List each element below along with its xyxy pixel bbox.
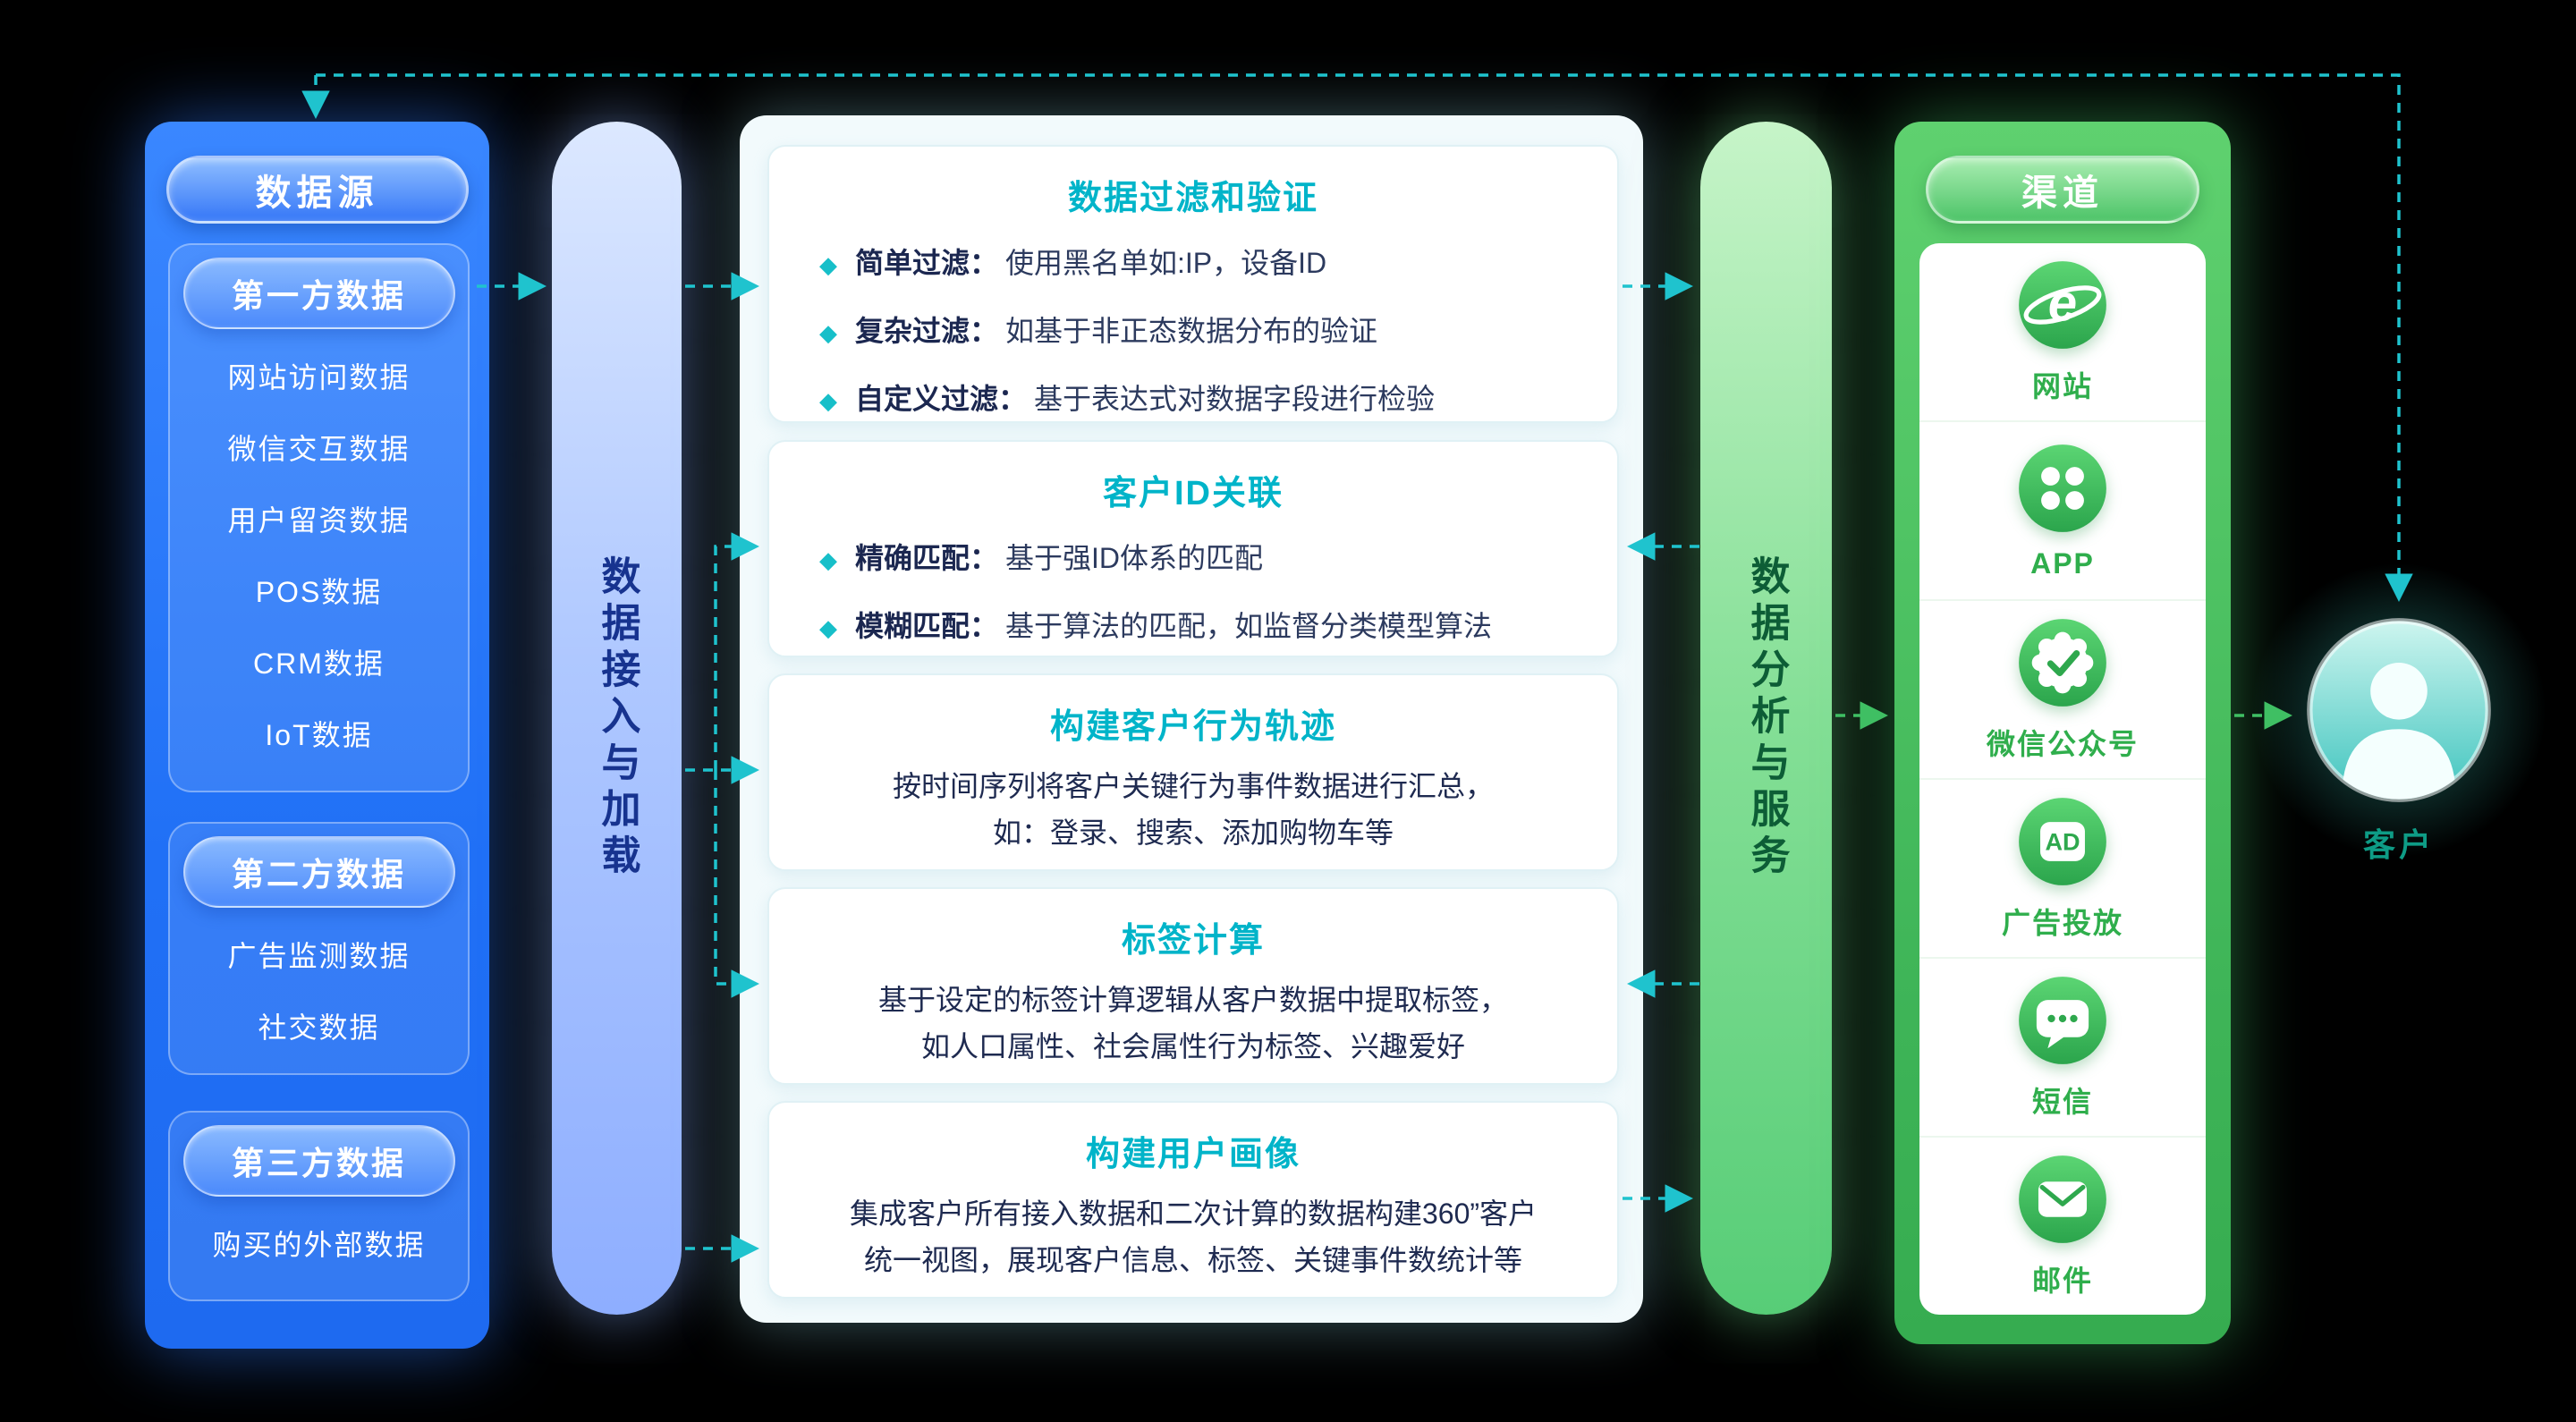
- diamond-bullet-icon: ◆: [819, 251, 837, 278]
- list-item: IoT数据: [265, 719, 373, 751]
- channel-label: 微信公众号: [1986, 728, 2139, 760]
- data-analysis-bar: 数据分析与服务: [1700, 122, 1832, 1315]
- svg-text:e: e: [2048, 275, 2077, 333]
- data-processing-panel: 数据过滤和验证 ◆ 简单过滤： 使用黑名单如:IP，设备ID ◆ 复杂过滤： 如…: [740, 115, 1643, 1323]
- channel-item-email: 邮件: [1919, 1138, 2206, 1315]
- channels-title: 渠道: [1926, 156, 2199, 224]
- third-party-data-group: 第三方数据 购买的外部数据: [168, 1111, 470, 1301]
- list-item: 用户留资数据: [227, 504, 411, 537]
- data-sources-panel: 数据源 第一方数据 网站访问数据 微信交互数据 用户留资数据 POS数据 CRM…: [145, 122, 489, 1349]
- svg-text:AD: AD: [2045, 828, 2080, 855]
- channel-label: 网站: [2031, 370, 2093, 402]
- process-box-line: 按时间序列将客户关键行为事件数据进行汇总，: [892, 770, 1494, 802]
- process-box-title: 客户ID关联: [1102, 475, 1284, 512]
- process-box-filter-validation: 数据过滤和验证 ◆ 简单过滤： 使用黑名单如:IP，设备ID ◆ 复杂过滤： 如…: [767, 145, 1619, 423]
- list-item: 微信交互数据: [227, 433, 411, 465]
- bullet-text: 使用黑名单如:IP，设备ID: [1005, 247, 1327, 279]
- channel-item-ads: AD 广告投放: [1919, 780, 2206, 959]
- process-box-title: 构建用户画像: [1085, 1136, 1301, 1173]
- process-box-line: 统一视图，展现客户信息、标签、关键事件数统计等: [863, 1243, 1522, 1276]
- list-item: 网站访问数据: [227, 361, 411, 394]
- diamond-bullet-icon: ◆: [819, 614, 837, 641]
- process-box-tag-compute: 标签计算 基于设定的标签计算逻辑从客户数据中提取标签， 如人口属性、社会属性行为…: [767, 887, 1619, 1085]
- channels-list: e 网站 APP: [1919, 243, 2206, 1315]
- wechat-official-account-icon: [2019, 619, 2106, 707]
- process-box-behavior-track: 构建客户行为轨迹 按时间序列将客户关键行为事件数据进行汇总， 如：登录、搜索、添…: [767, 673, 1619, 871]
- channel-item-sms: 短信: [1919, 959, 2206, 1138]
- customer-avatar: [2307, 618, 2491, 802]
- process-box-id-linking: 客户ID关联 ◆ 精确匹配： 基于强ID体系的匹配 ◆ 模糊匹配： 基于算法的匹…: [767, 440, 1619, 657]
- customer-label: 客户: [2362, 826, 2435, 863]
- list-item: CRM数据: [253, 648, 385, 680]
- bullet-text: 基于强ID体系的匹配: [1005, 542, 1264, 574]
- list-item: 广告监测数据: [227, 940, 411, 972]
- bullet-text: 基于算法的匹配，如监督分类模型算法: [1005, 610, 1493, 642]
- app-grid-icon: [2019, 444, 2106, 532]
- process-box-line: 基于设定的标签计算逻辑从客户数据中提取标签，: [877, 984, 1508, 1016]
- bullet-text: 如基于非正态数据分布的验证: [1005, 315, 1378, 347]
- sms-icon: [2019, 977, 2106, 1064]
- process-box-line: 如：登录、搜索、添加购物车等: [992, 816, 1394, 849]
- channel-label: 短信: [2031, 1086, 2093, 1118]
- channel-label: 邮件: [2031, 1265, 2093, 1297]
- second-party-data-group: 第二方数据 广告监测数据 社交数据: [168, 822, 470, 1075]
- bullet-row: ◆ 精确匹配： 基于强ID体系的匹配: [819, 536, 1617, 577]
- data-sources-title: 数据源: [165, 156, 469, 224]
- ad-icon: AD: [2019, 798, 2106, 885]
- browser-icon: e: [2019, 261, 2106, 349]
- diamond-bullet-icon: ◆: [819, 387, 837, 414]
- bullet-label: 模糊匹配：: [855, 610, 999, 642]
- process-box-user-profile: 构建用户画像 集成客户所有接入数据和二次计算的数据构建360”客户 统一视图，展…: [767, 1101, 1619, 1299]
- channel-label: 广告投放: [2001, 907, 2123, 939]
- bullet-label: 自定义过滤：: [855, 383, 1028, 415]
- channel-item-website: e 网站: [1919, 243, 2206, 422]
- channel-label: APP: [2030, 546, 2095, 580]
- list-item: 购买的外部数据: [212, 1229, 426, 1261]
- bullet-label: 简单过滤：: [855, 247, 999, 279]
- second-party-data-label: 第二方数据: [182, 836, 455, 908]
- data-analysis-bar-label: 数据分析与服务: [1744, 555, 1789, 881]
- list-item: 社交数据: [258, 1011, 380, 1044]
- bullet-row: ◆ 复杂过滤： 如基于非正态数据分布的验证: [819, 309, 1617, 350]
- bullet-row: ◆ 模糊匹配： 基于算法的匹配，如监督分类模型算法: [819, 604, 1617, 645]
- bullet-label: 复杂过滤：: [855, 315, 999, 347]
- diamond-bullet-icon: ◆: [819, 319, 837, 346]
- data-ingest-bar: 数据接入与加载: [552, 122, 682, 1315]
- list-item: POS数据: [255, 576, 383, 608]
- channel-item-app: APP: [1919, 422, 2206, 601]
- first-party-data-group: 第一方数据 网站访问数据 微信交互数据 用户留资数据 POS数据 CRM数据 I…: [168, 243, 470, 792]
- diamond-bullet-icon: ◆: [819, 546, 837, 573]
- process-box-title: 构建客户行为轨迹: [1049, 708, 1336, 746]
- channels-panel: 渠道 e 网站 APP: [1894, 122, 2231, 1344]
- channel-item-wechat-official: 微信公众号: [1919, 601, 2206, 780]
- process-box-line: 如人口属性、社会属性行为标签、兴趣爱好: [920, 1029, 1465, 1062]
- data-ingest-bar-label: 数据接入与加载: [595, 555, 640, 881]
- process-box-title: 数据过滤和验证: [1067, 180, 1318, 217]
- bullet-label: 精确匹配：: [855, 542, 999, 574]
- email-icon: [2019, 1155, 2106, 1243]
- bullet-row: ◆ 自定义过滤： 基于表达式对数据字段进行检验: [819, 377, 1617, 418]
- process-box-line: 集成客户所有接入数据和二次计算的数据构建360”客户: [849, 1198, 1538, 1230]
- third-party-data-label: 第三方数据: [182, 1125, 455, 1197]
- process-box-title: 标签计算: [1121, 922, 1265, 960]
- first-party-data-label: 第一方数据: [182, 258, 455, 329]
- bullet-row: ◆ 简单过滤： 使用黑名单如:IP，设备ID: [819, 241, 1617, 282]
- customer: 客户: [2286, 615, 2512, 866]
- bullet-text: 基于表达式对数据字段进行检验: [1034, 383, 1436, 415]
